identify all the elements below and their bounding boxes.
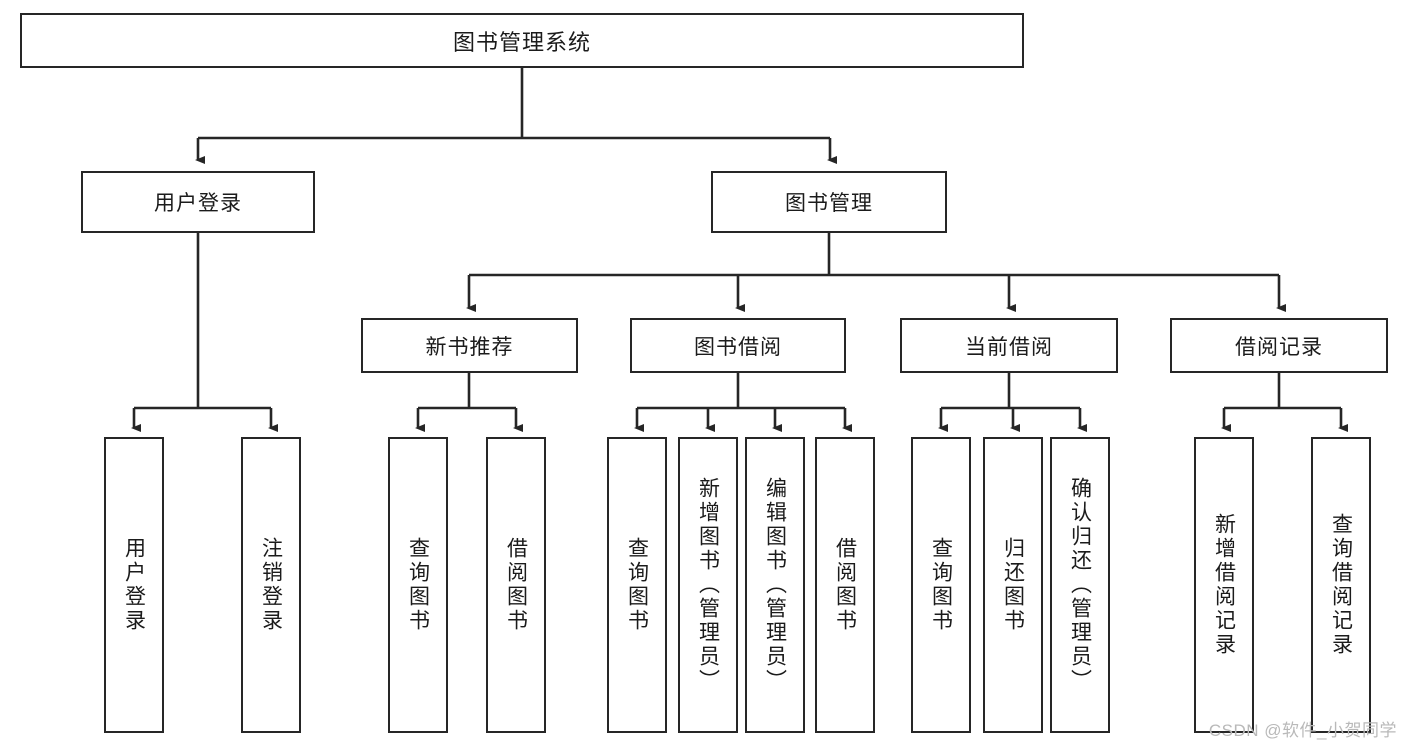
node-level3-book-borrow[interactable]: 图书借阅 xyxy=(630,318,846,373)
node-leaf-query-book-current[interactable]: 查询图书 xyxy=(911,437,971,733)
node-leaf-add-borrow-record[interactable]: 新增借阅记录 xyxy=(1194,437,1254,733)
node-leaf-user-login[interactable]: 用户登录 xyxy=(104,437,164,733)
node-level2-user-login[interactable]: 用户登录 xyxy=(81,171,315,233)
node-leaf-edit-book-admin[interactable]: 编辑图书（管理员） xyxy=(745,437,805,733)
node-leaf-confirm-return-admin[interactable]: 确认归还（管理员） xyxy=(1050,437,1110,733)
node-leaf-query-borrow-record[interactable]: 查询借阅记录 xyxy=(1311,437,1371,733)
node-leaf-query-book-borrow[interactable]: 查询图书 xyxy=(607,437,667,733)
node-level3-borrow-records[interactable]: 借阅记录 xyxy=(1170,318,1388,373)
watermark-text: CSDN @软件_小贺同学 xyxy=(1208,721,1397,740)
node-leaf-borrow-book[interactable]: 借阅图书 xyxy=(815,437,875,733)
node-root[interactable]: 图书管理系统 xyxy=(20,13,1024,68)
node-level3-current-borrow[interactable]: 当前借阅 xyxy=(900,318,1118,373)
node-leaf-borrow-book-recommend[interactable]: 借阅图书 xyxy=(486,437,546,733)
node-leaf-logout-login[interactable]: 注销登录 xyxy=(241,437,301,733)
node-leaf-return-book[interactable]: 归还图书 xyxy=(983,437,1043,733)
node-leaf-query-book-recommend[interactable]: 查询图书 xyxy=(388,437,448,733)
node-level3-new-book-recommend[interactable]: 新书推荐 xyxy=(361,318,578,373)
node-leaf-add-book-admin[interactable]: 新增图书（管理员） xyxy=(678,437,738,733)
node-level2-book-management[interactable]: 图书管理 xyxy=(711,171,947,233)
